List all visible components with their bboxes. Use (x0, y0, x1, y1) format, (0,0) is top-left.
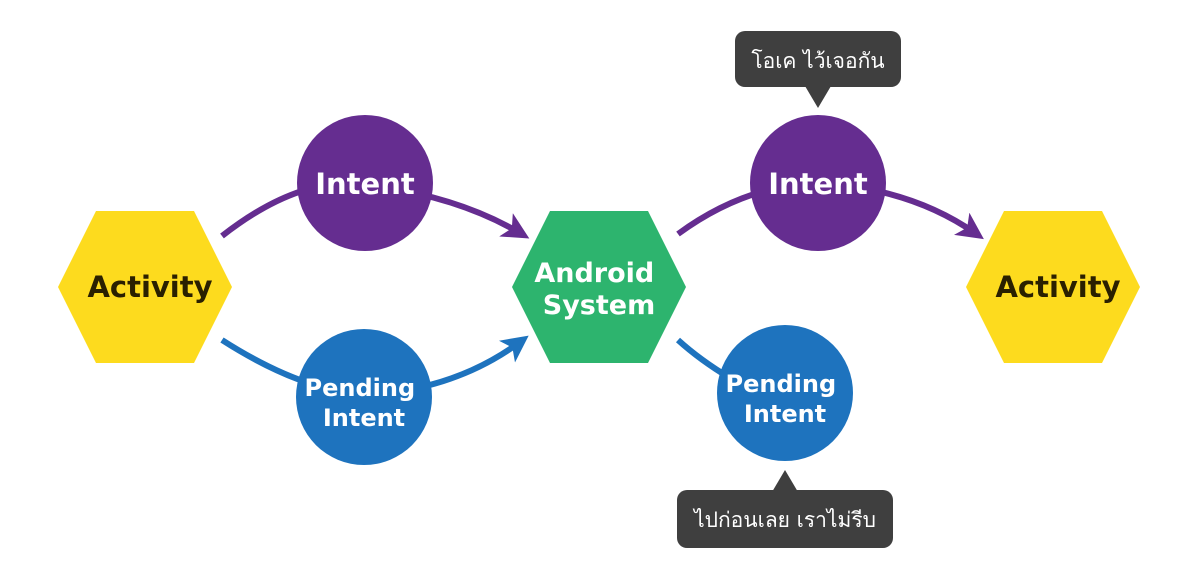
pending-intent-right-line-1: Pending (726, 370, 837, 398)
android-system-label: Android System (534, 258, 663, 321)
speech-bubble-bottom: ไปก่อนเลย เราไม่รีบ (677, 470, 893, 548)
pending-intent-right-circle (717, 325, 853, 461)
activity-left-node: Activity (58, 211, 232, 363)
pending-intent-left-line-1: Pending (305, 374, 416, 402)
android-system-hexagon (512, 211, 686, 363)
pending-intent-left-circle (296, 329, 432, 465)
pending-intent-left-node: Pending Intent (296, 329, 432, 465)
android-system-node: Android System (512, 211, 686, 363)
speech-bubble-bottom-box (677, 490, 893, 548)
pending-intent-left-label: Pending Intent (305, 374, 424, 432)
intent-left-circle (297, 115, 433, 251)
activity-left-hexagon (58, 211, 232, 363)
speech-bubble-top-box (735, 31, 901, 87)
intent-right-circle (750, 115, 886, 251)
activity-right-hexagon (966, 211, 1140, 363)
speech-bubble-bottom-text: ไปก่อนเลย เราไม่รีบ (692, 508, 876, 532)
speech-bubble-top-text: โอเค ไว้เจอกัน (751, 49, 884, 73)
intent-left-label: Intent (315, 167, 415, 201)
speech-bubble-bottom-pointer (772, 470, 798, 492)
intent-left-node: Intent (297, 115, 433, 251)
pending-intent-right-node: Pending Intent (717, 325, 853, 461)
intent-right-node: Intent (750, 115, 886, 251)
activity-left-label: Activity (87, 270, 212, 304)
android-system-line-1: Android (534, 258, 654, 289)
pending-intent-right-line-2: Intent (744, 400, 826, 428)
activity-right-label: Activity (995, 270, 1120, 304)
speech-bubble-top-pointer (805, 86, 831, 108)
intent-right-label: Intent (768, 167, 868, 201)
android-system-line-2: System (543, 290, 655, 321)
activity-right-node: Activity (966, 211, 1140, 363)
speech-bubble-top: โอเค ไว้เจอกัน (735, 31, 901, 108)
pending-intent-right-label: Pending Intent (726, 370, 845, 428)
pending-intent-left-line-2: Intent (323, 404, 405, 432)
